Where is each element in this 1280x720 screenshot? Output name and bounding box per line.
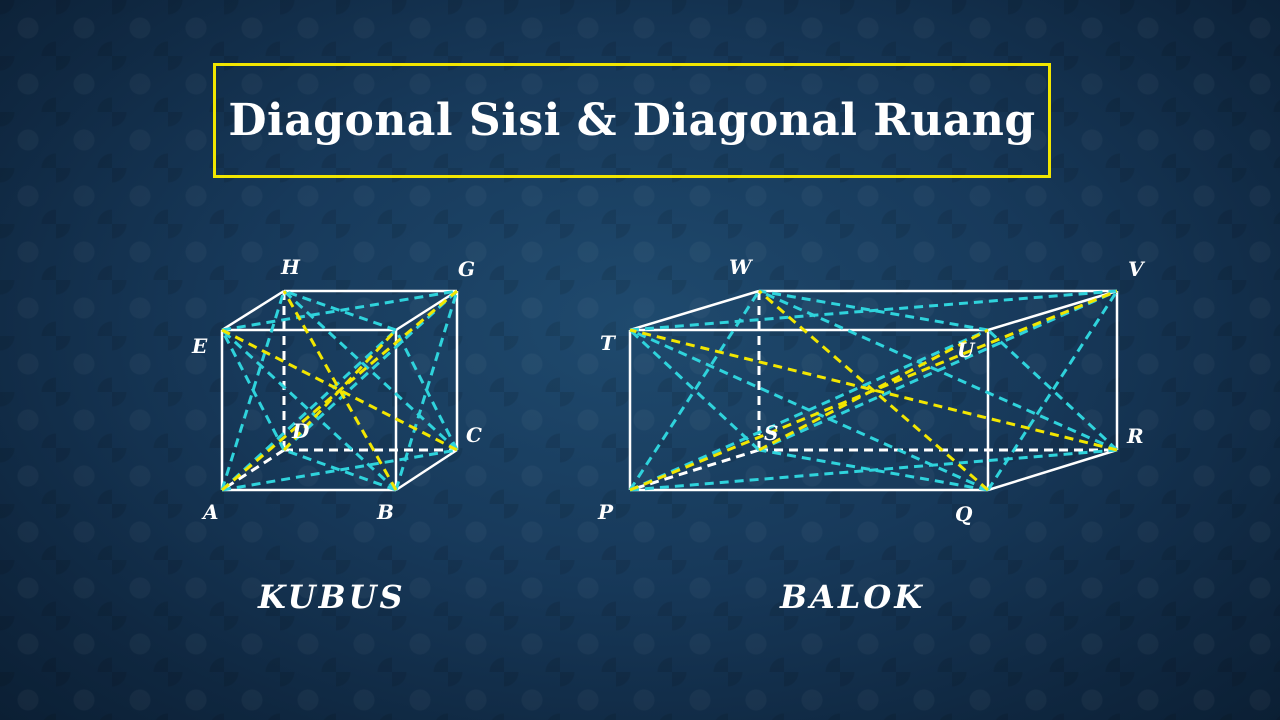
caption-balok: BALOK — [780, 578, 926, 616]
cube-space-diagonal-1 — [282, 290, 398, 491]
cube-edge-6 — [395, 289, 458, 332]
caption-kubus: KUBUS — [258, 578, 406, 616]
cube-label-c: C — [466, 423, 482, 447]
cuboid-edge-4 — [987, 448, 1118, 492]
cube-label-h: H — [280, 255, 301, 279]
cube-label-d: D — [291, 419, 310, 443]
cube-side-diagonal-10 — [282, 289, 459, 452]
cuboid-label-u: U — [957, 338, 976, 362]
cuboid-space-diagonal-3 — [758, 328, 989, 452]
cube-side-diagonal-5 — [283, 289, 397, 332]
cuboid-side-diagonal-7 — [758, 448, 989, 492]
cuboid-hidden-edge-0 — [629, 448, 760, 492]
cuboid-label-w: W — [729, 255, 754, 279]
cuboid-side-diagonal-11 — [758, 289, 1118, 452]
cuboid-edge-7 — [629, 289, 760, 332]
cuboid-side-diagonal-3 — [986, 328, 1119, 452]
cube-label-b: B — [376, 500, 394, 524]
cuboid-side-diagonal-1 — [629, 328, 989, 492]
cuboid-side-diagonal-4 — [629, 289, 1118, 332]
cube-hidden-edge-0 — [221, 448, 285, 492]
cube-space-diagonal-3 — [282, 328, 398, 452]
cube-side-diagonal-7 — [283, 448, 397, 492]
cuboid-side-diagonal-6 — [629, 448, 1118, 492]
cube-side-diagonal-6 — [221, 448, 458, 492]
cube-side-diagonal-2 — [394, 290, 459, 491]
cube-side-diagonal-9 — [220, 329, 286, 451]
cuboid-label-q: Q — [955, 502, 973, 526]
cube-label-a: A — [201, 500, 219, 524]
cuboid-label-v: V — [1128, 257, 1146, 281]
cuboid-space-diagonal-2 — [629, 328, 1118, 452]
cube-edge-4 — [395, 448, 458, 492]
cuboid-side-diagonal-2 — [986, 290, 1119, 491]
cube-side-diagonal-1 — [220, 328, 398, 492]
cuboid-label-s: S — [764, 421, 778, 445]
cuboid-label-p: P — [597, 500, 614, 524]
cuboid-space-diagonal-1 — [758, 289, 989, 492]
title-box: Diagonal Sisi & Diagonal Ruang — [213, 63, 1051, 178]
cube-edge-7 — [221, 289, 285, 332]
cuboid-edge-6 — [987, 289, 1118, 332]
cuboid-side-diagonal-9 — [628, 328, 761, 452]
cube-label-g: G — [458, 257, 475, 281]
cuboid-label-t: T — [600, 331, 617, 355]
cube-side-diagonal-3 — [394, 329, 459, 451]
cuboid-side-diagonal-5 — [758, 289, 989, 332]
cuboid-side-diagonal-8 — [628, 290, 761, 491]
cuboid-label-r: R — [1126, 424, 1144, 448]
cube-label-e: E — [191, 334, 208, 358]
cube-side-diagonal-0 — [220, 328, 398, 492]
page-title: Diagonal Sisi & Diagonal Ruang — [228, 95, 1036, 146]
cube-side-diagonal-11 — [282, 289, 459, 452]
cube-side-diagonal-4 — [221, 289, 458, 332]
cube-side-diagonal-8 — [220, 290, 286, 491]
